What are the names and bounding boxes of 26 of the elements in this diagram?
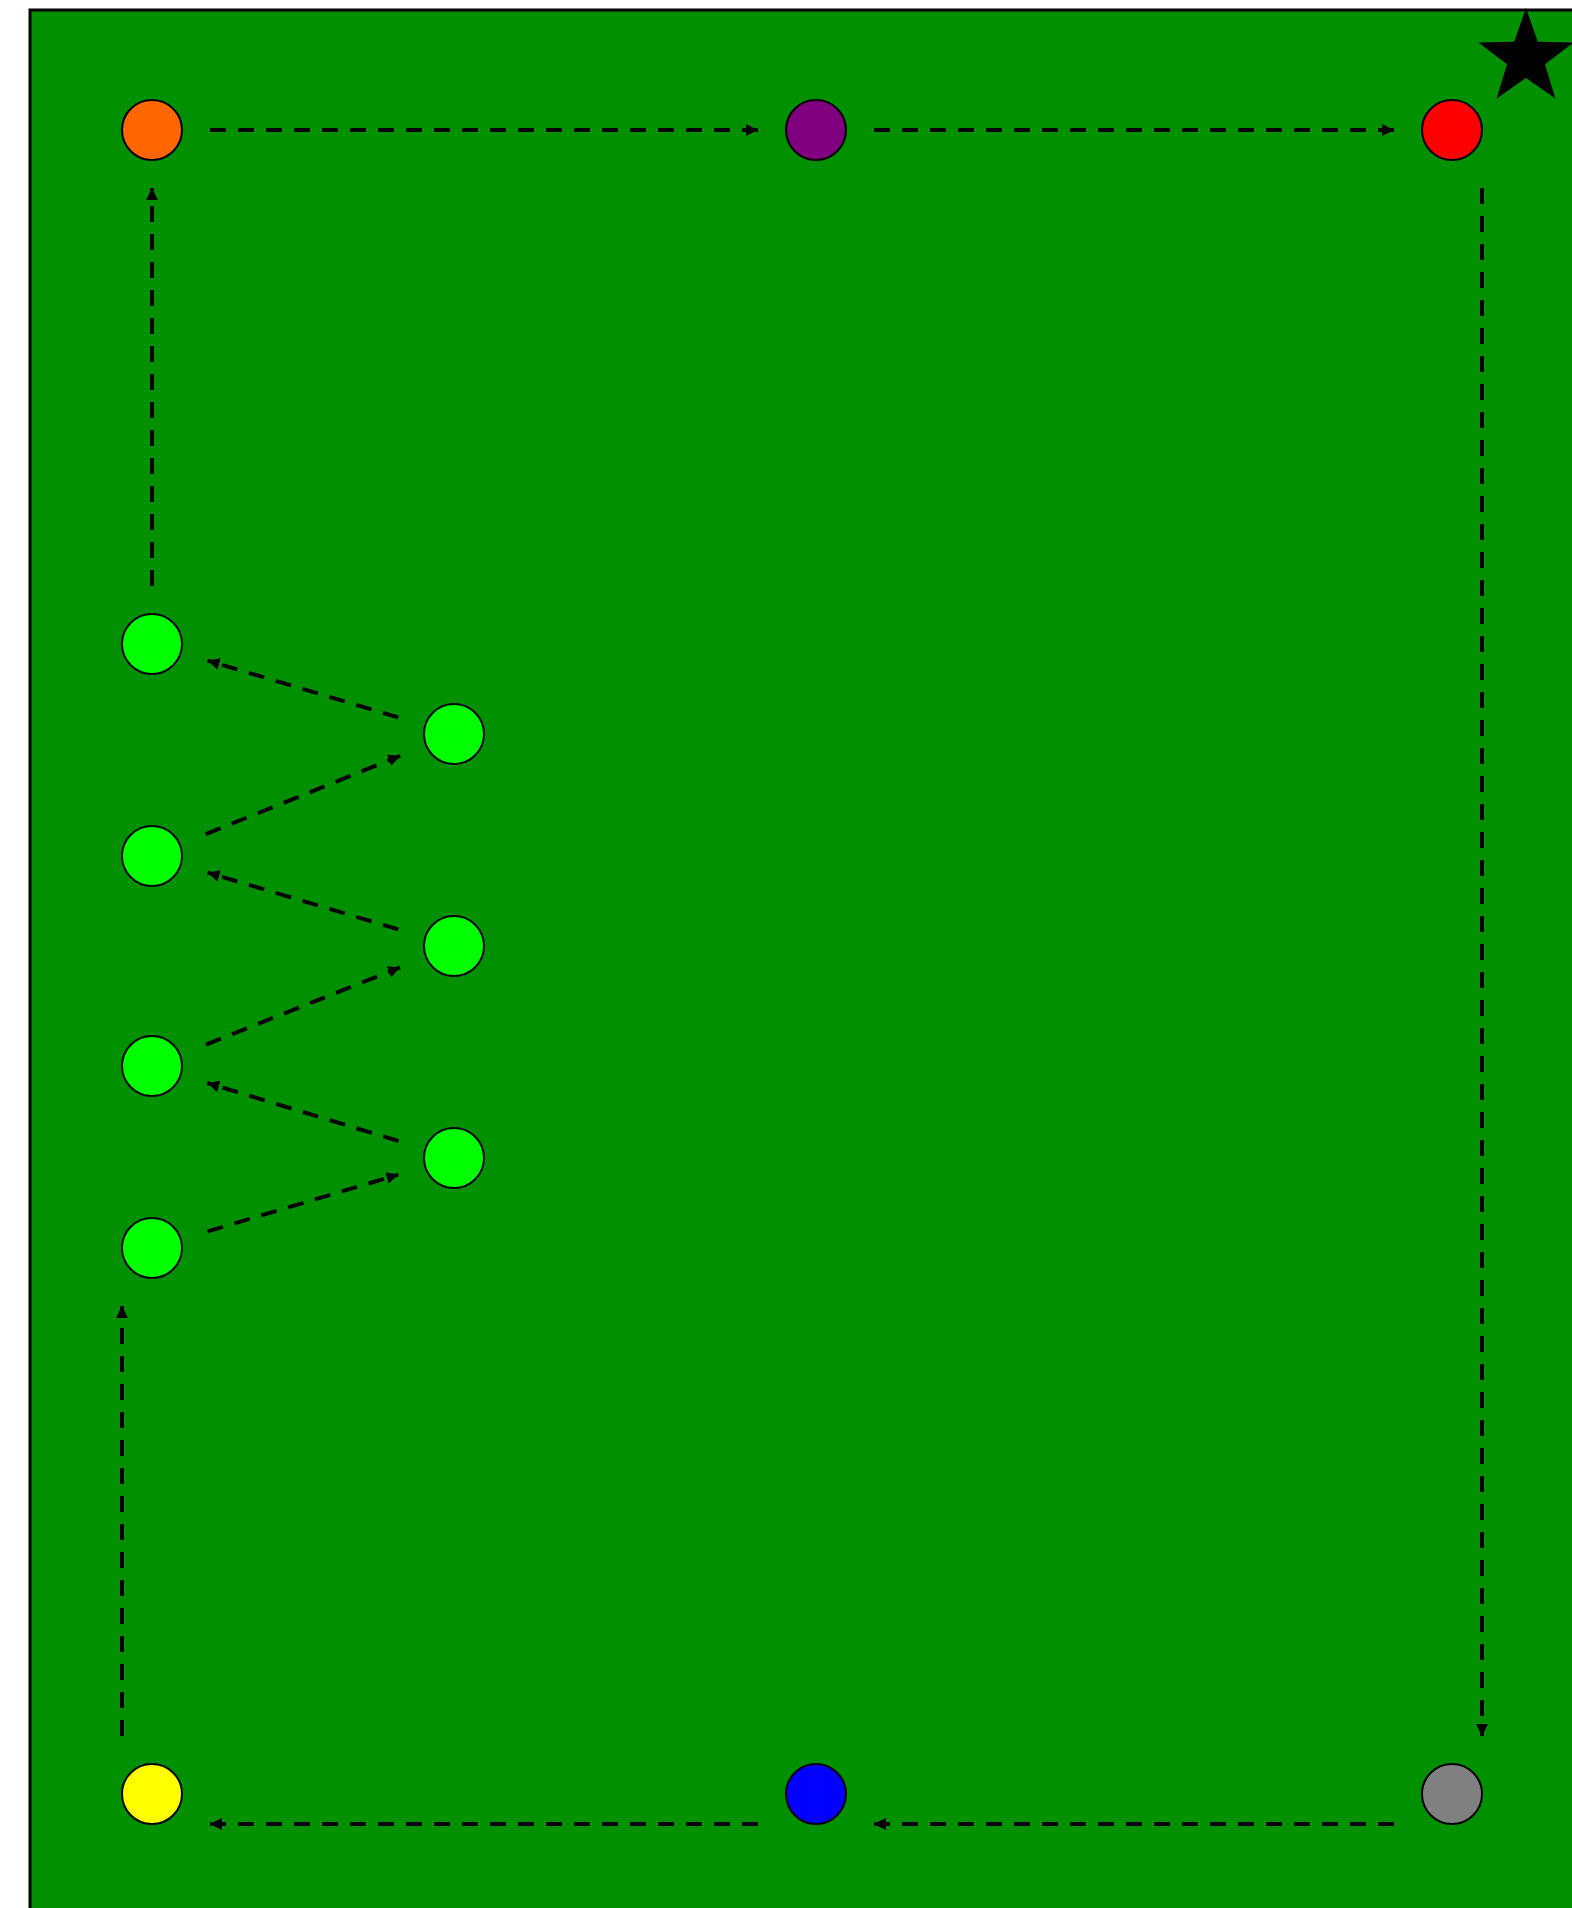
marker-circle [785, 99, 847, 161]
marker-circle [423, 915, 485, 977]
marker-circle [1421, 1763, 1483, 1825]
marker-circle [785, 1763, 847, 1825]
arrow [1476, 188, 1488, 1736]
arrow [207, 658, 399, 720]
arrow [210, 124, 758, 136]
marker-circle [121, 825, 183, 887]
arrow [146, 188, 158, 586]
marker-circle [121, 1763, 183, 1825]
arrow [205, 753, 401, 837]
arrow [205, 965, 401, 1047]
marker-circle [1421, 99, 1483, 161]
marker-circle [423, 703, 485, 765]
arrow [207, 1172, 399, 1234]
arrow [206, 1080, 400, 1143]
arrow [210, 1818, 758, 1830]
marker-circle [121, 613, 183, 675]
arrow [116, 1306, 128, 1736]
arrow [207, 870, 399, 932]
marker-circle [423, 1127, 485, 1189]
marker-circle [121, 1035, 183, 1097]
marker-circle [121, 1217, 183, 1279]
arrow [874, 1818, 1394, 1830]
marker-circle [121, 99, 183, 161]
arrow [874, 124, 1394, 136]
